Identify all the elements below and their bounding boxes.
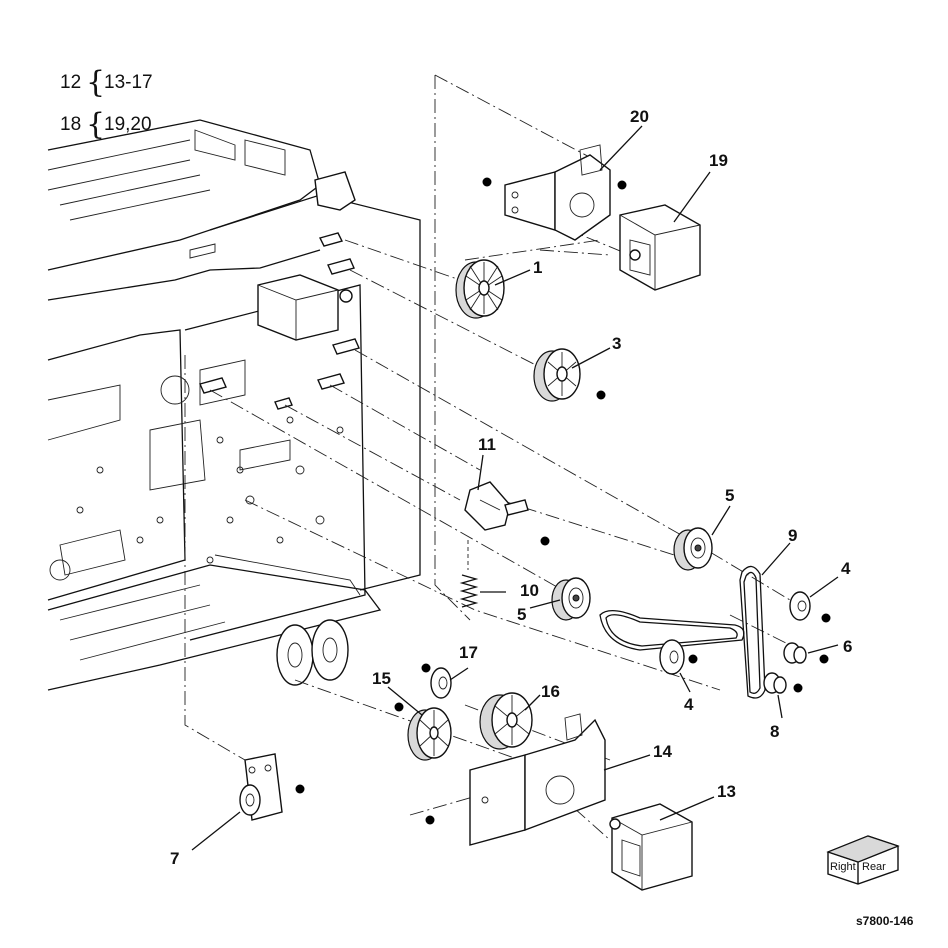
legend-brace: { [86, 65, 105, 100]
legend-children-13-17: 13-17 [104, 72, 153, 93]
spring-8 [459, 540, 479, 608]
frame-shafts [199, 232, 360, 410]
pulley-1 [455, 259, 505, 319]
part-label-8: 10 [520, 581, 539, 600]
legend-brace: { [86, 107, 105, 142]
bracket-20 [504, 144, 611, 241]
part-label-11: 7 [170, 849, 179, 868]
bracket-14 [469, 713, 606, 846]
pulley-16 [407, 707, 452, 761]
bracket-11 [239, 753, 283, 821]
part-label-13: 13 [717, 782, 736, 801]
part-label-4-lower: 4 [684, 695, 694, 714]
cube-right-face: Right [830, 861, 856, 873]
part-label-16: 15 [372, 669, 391, 688]
legend-children-19-20: 19,20 [104, 114, 152, 135]
part-label-4-right: 4 [841, 559, 851, 578]
part-label-3: 3 [612, 334, 621, 353]
gear-3 [533, 348, 581, 402]
part-label-6: 6 [843, 637, 852, 656]
pulley-17 [430, 667, 452, 699]
frame-holes [76, 416, 344, 564]
belt-7 [599, 565, 766, 699]
part-label-10: 8 [770, 722, 779, 741]
gear-15 [479, 692, 533, 750]
part-label-7: 9 [788, 526, 797, 545]
bracket-9 [464, 481, 529, 531]
part-label-15: 16 [541, 682, 560, 701]
gear-5-lower [551, 577, 591, 621]
motor-19 [619, 204, 701, 291]
pulley-4-right [789, 591, 811, 621]
orientation-cube: Right Rear [826, 835, 900, 885]
motor-13 [609, 803, 693, 891]
bearing-6 [783, 642, 807, 664]
legend-parent-12: 12 [60, 72, 81, 93]
cube-rear-face: Rear [862, 861, 886, 873]
machine-frame [47, 119, 421, 691]
part-label-19: 19 [709, 151, 728, 170]
figure-code: s7800-146 [856, 914, 914, 928]
fastener-dots [295, 177, 831, 825]
leader-lines [191, 125, 839, 851]
pulley-4-lower [659, 639, 685, 675]
gear-5-upper [673, 527, 713, 571]
part-label-5-lower: 5 [517, 605, 526, 624]
part-labels: 20 19 1 3 11 5 9 4 10 5 6 4 8 17 16 15 1… [170, 107, 852, 868]
part-label-20: 20 [630, 107, 649, 126]
part-label-1: 1 [533, 258, 542, 277]
legend: 12 { 13-17 18 { 19,20 [60, 65, 153, 142]
part-label-17: 17 [459, 643, 478, 662]
part-label-9: 11 [478, 435, 496, 454]
legend-parent-18: 18 [60, 114, 81, 135]
part-label-14: 14 [653, 742, 672, 761]
bearing-10 [763, 672, 787, 694]
part-label-5-upper: 5 [725, 486, 734, 505]
